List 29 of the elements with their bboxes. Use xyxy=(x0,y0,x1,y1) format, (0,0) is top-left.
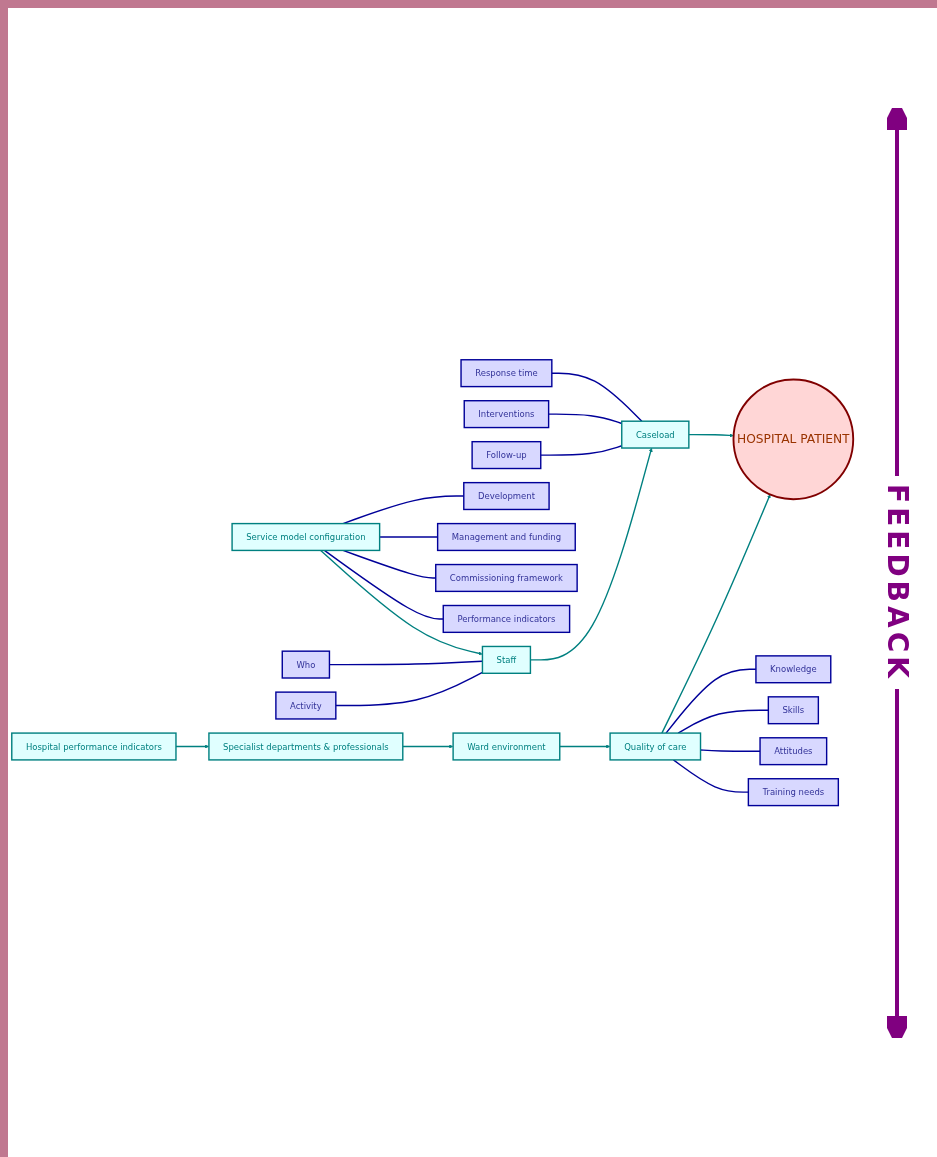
node-box: Development xyxy=(463,481,550,510)
node-box: Service model configuration xyxy=(231,522,381,551)
node-box: Caseload xyxy=(621,420,690,449)
node-box: Quality of care xyxy=(609,732,702,761)
arrow xyxy=(320,549,483,656)
node-box: Follow-up xyxy=(471,440,542,470)
connector xyxy=(551,372,643,422)
arrow xyxy=(688,433,734,438)
node-box: Ward environment xyxy=(452,732,561,761)
node-box: Staff xyxy=(481,645,532,674)
node-box: Knowledge xyxy=(755,655,832,684)
connector xyxy=(323,549,444,620)
arrow xyxy=(559,744,611,749)
node-box: Commissioning framework xyxy=(435,563,578,592)
arrow xyxy=(402,744,454,749)
node-box: Hospital performance indicators xyxy=(11,732,177,761)
node-box: Interventions xyxy=(463,399,550,429)
node-box: Who xyxy=(281,650,331,679)
arrow xyxy=(661,494,771,734)
node-box: Performance indicators xyxy=(442,604,571,633)
connector xyxy=(335,671,484,707)
node-box: Response time xyxy=(460,358,553,388)
node-box: Specialist departments & professionals xyxy=(208,732,404,761)
node-circle: HOSPITAL PATIENT xyxy=(732,378,855,500)
node-box: Activity xyxy=(275,691,337,720)
node-box: Skills xyxy=(767,695,820,725)
node-box: Training needs xyxy=(747,777,840,807)
node-box: Management and funding xyxy=(436,522,576,551)
node-box: Attitudes xyxy=(759,736,828,766)
